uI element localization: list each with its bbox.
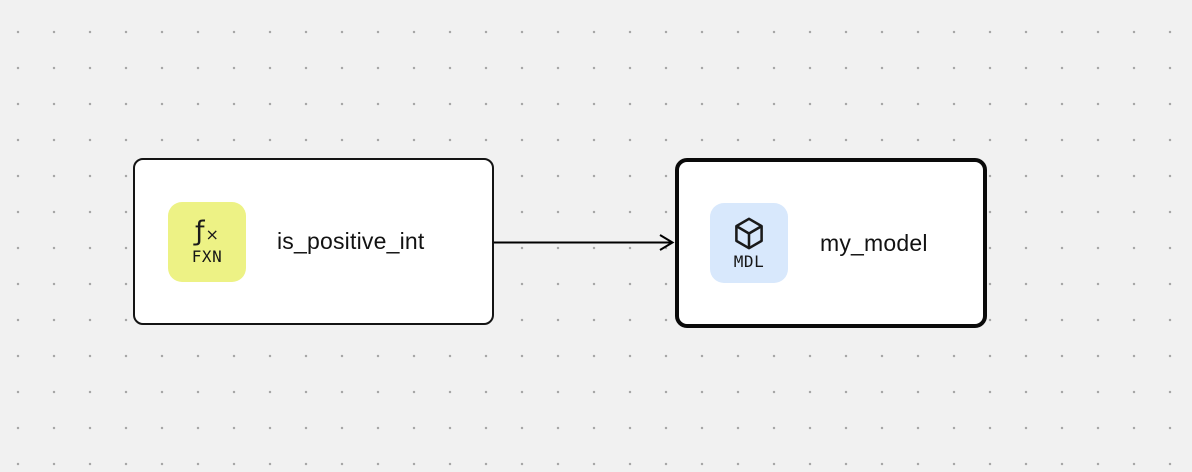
function-badge-tag: FXN	[191, 246, 223, 266]
function-node-label: is_positive_int	[277, 228, 425, 254]
function-icon: ƒ ×	[195, 215, 219, 247]
model-badge: MDL	[710, 203, 788, 283]
node-function[interactable]: ƒ × FXN is_positive_int	[133, 158, 494, 325]
edge-function-to-model[interactable]	[494, 234, 675, 251]
model-badge-tag: MDL	[733, 251, 765, 271]
function-icon-x: ×	[205, 224, 219, 244]
function-badge: ƒ × FXN	[168, 201, 246, 282]
node-model[interactable]: MDL my_model	[675, 158, 987, 328]
model-node-label: my_model	[820, 229, 928, 256]
cube-icon	[735, 217, 763, 249]
function-icon-f: ƒ	[195, 215, 205, 247]
